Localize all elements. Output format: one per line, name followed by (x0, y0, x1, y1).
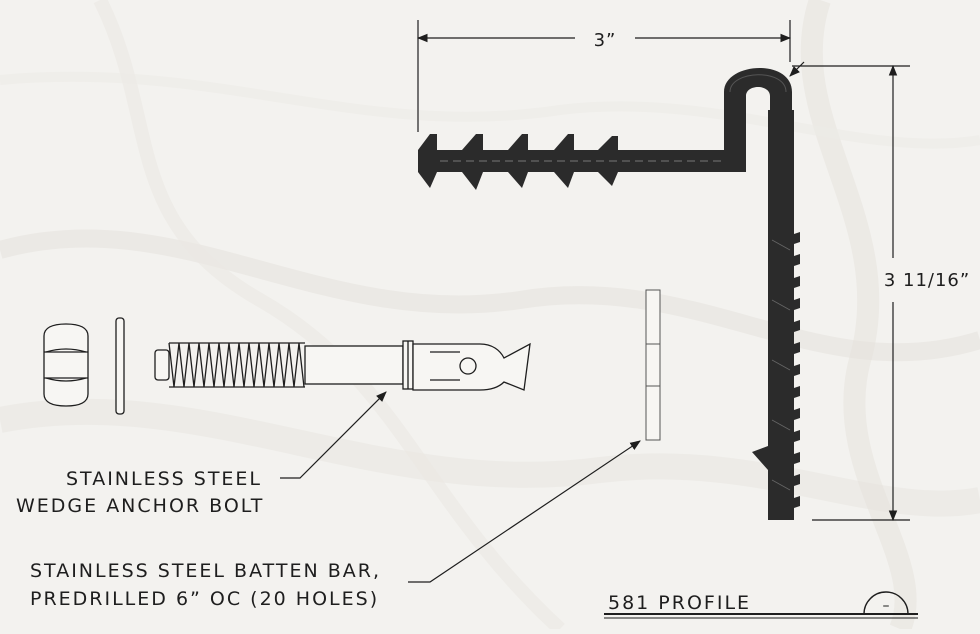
anchor-callout-line-2: WEDGE ANCHOR BOLT (16, 495, 264, 517)
washer (115, 317, 125, 415)
dimension-width-label: 3” (594, 30, 617, 51)
batten-bar (645, 289, 661, 441)
profile-581-drawing (418, 67, 800, 520)
batten-leader (408, 440, 641, 583)
profile-title: 581 PROFILE (608, 592, 751, 614)
batten-callout-line-2: PREDRILLED 6” OC (20 HOLES) (30, 588, 379, 610)
profile-leg (752, 110, 794, 520)
profile-hook (724, 67, 792, 172)
section-symbol-icon (863, 591, 909, 615)
wedge-anchor-bolt (154, 340, 531, 391)
dimension-height-label: 3 11/16” (884, 270, 970, 291)
anchor-leader (280, 391, 387, 479)
section-symbol-text: – (883, 598, 890, 614)
title-block: 581 PROFILE – (604, 591, 918, 619)
leg-barbs (794, 232, 800, 508)
leader-lines (280, 391, 641, 583)
hex-nut (43, 323, 89, 407)
batten-callout-line-1: STAINLESS STEEL BATTEN BAR, (30, 560, 381, 582)
anchor-callout-line-1: STAINLESS STEEL (66, 468, 262, 490)
dimension-width (416, 20, 805, 132)
bolt-threads (168, 342, 305, 388)
dimension-height (792, 64, 910, 522)
profile-flange (418, 134, 728, 190)
